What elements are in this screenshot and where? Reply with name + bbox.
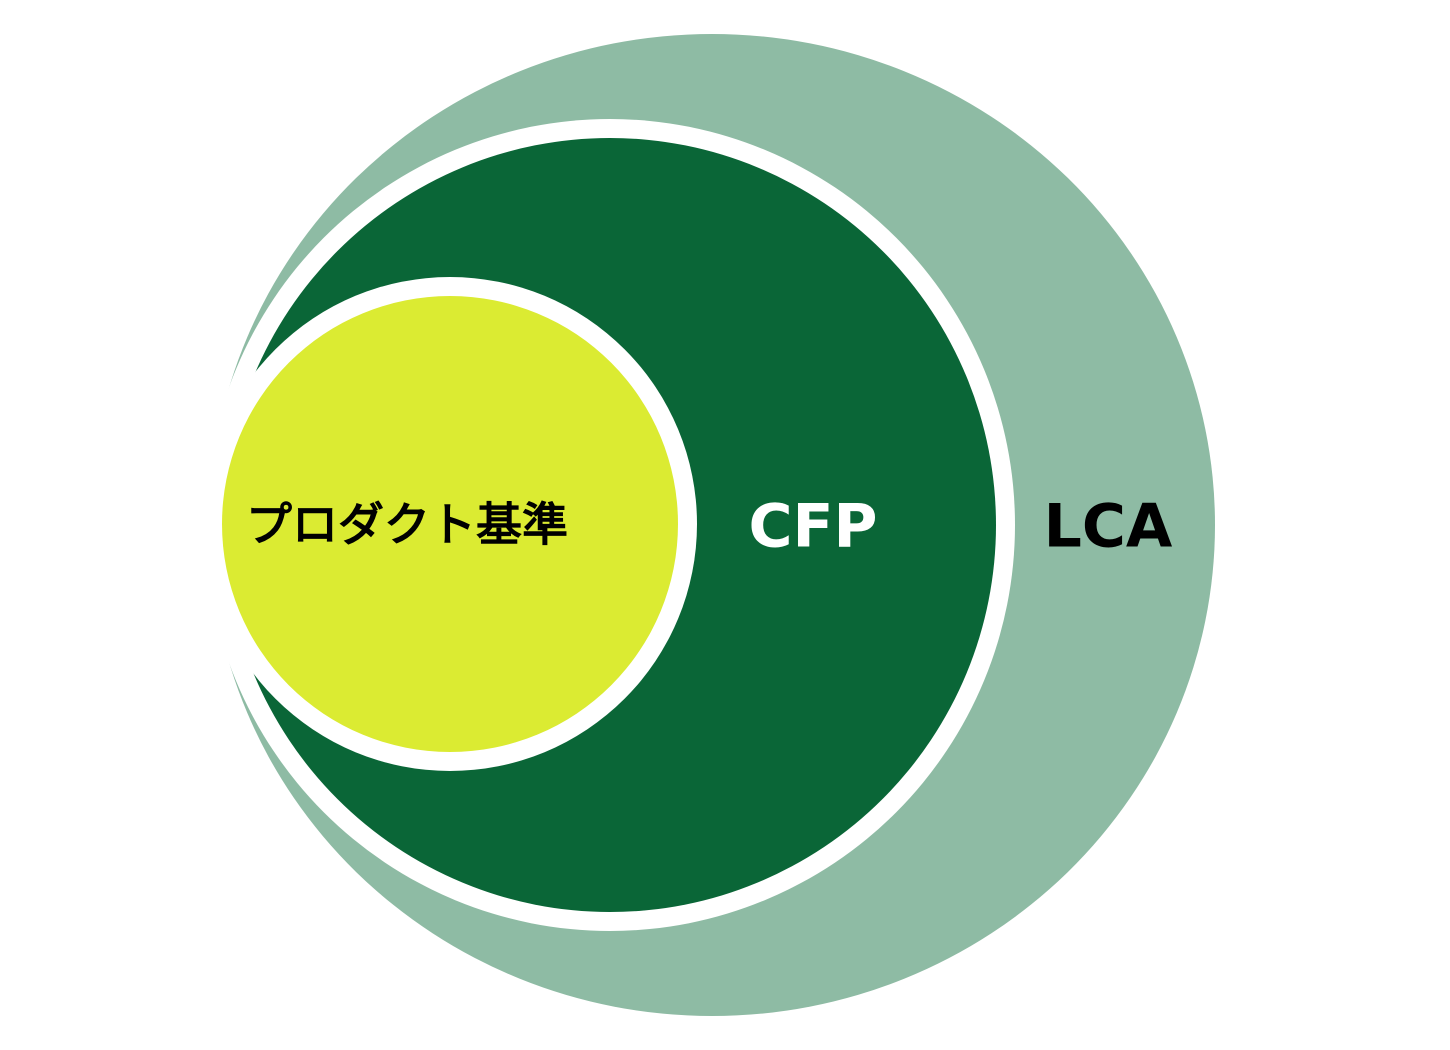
product-standard-label: プロダクト基準 <box>246 498 568 552</box>
cfp-label: CFP <box>749 492 878 562</box>
lca-label: LCA <box>1044 492 1173 562</box>
product-standard-circle <box>222 296 678 752</box>
